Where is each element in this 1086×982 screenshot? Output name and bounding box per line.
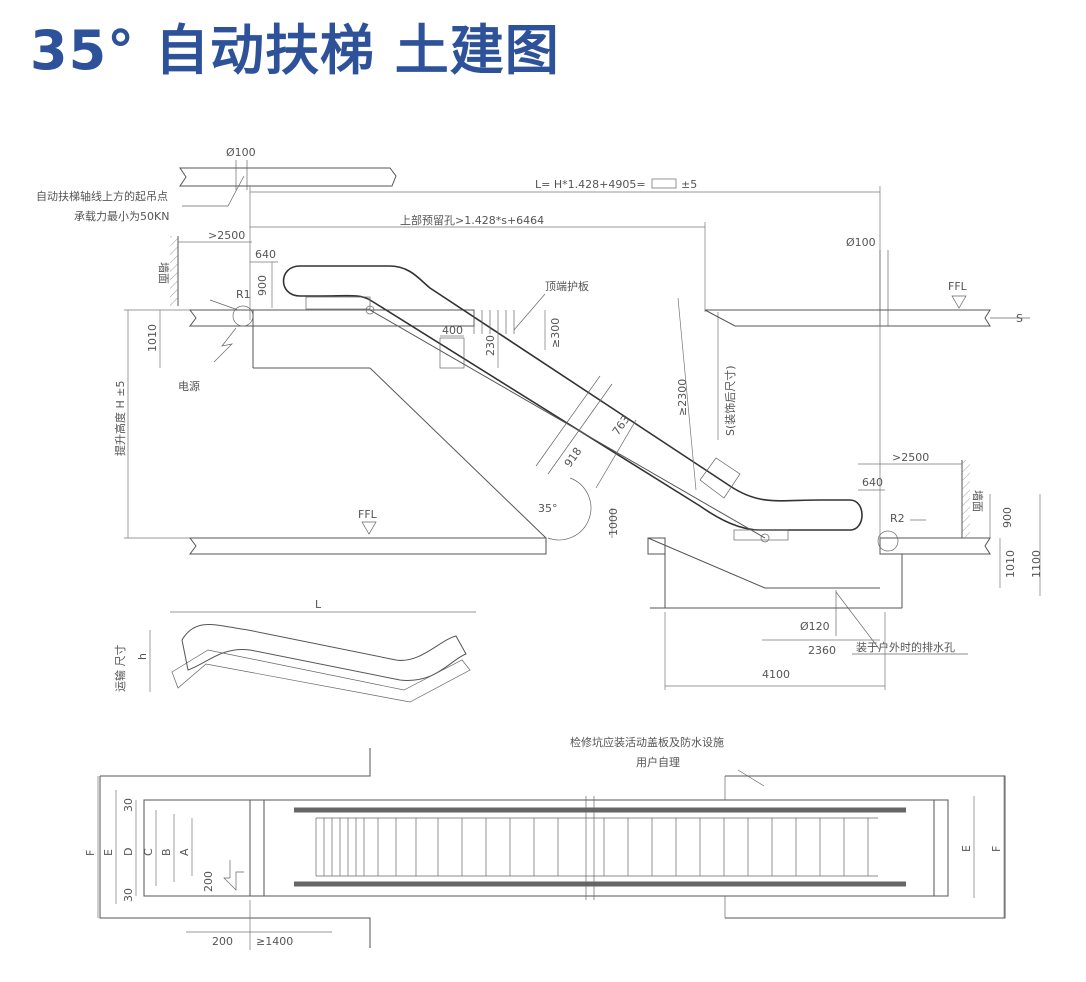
right-640-label: 640 (862, 476, 883, 489)
dim-763: 763 (610, 413, 633, 438)
pit-note-2: 用户自理 (636, 755, 680, 769)
dim-230: 230 (484, 335, 497, 356)
angle-label: 35° (538, 502, 558, 515)
drain-dia-label: Ø120 (800, 620, 830, 633)
plan-f-left: F (84, 850, 97, 856)
lifting-point-note-1: 自动扶梯轴线上方的起吊点 (36, 189, 168, 203)
dim-4100: 4100 (762, 668, 790, 681)
rise-height-label: 提升高度 H ±5 (113, 381, 127, 456)
plan-steps (315, 817, 878, 877)
r1-label: R1 (236, 288, 251, 301)
hole-top-label: Ø100 (226, 146, 256, 159)
plan-200-bottom: 200 (212, 935, 233, 948)
plan-1400: ≥1400 (256, 935, 293, 948)
top-guard-label: 顶端护板 (545, 279, 589, 293)
left-900-label: 900 (256, 275, 269, 296)
ffl-bottom-label: FFL (358, 508, 378, 521)
pit-note-1: 检修坑应装活动盖板及防水设施 (570, 735, 724, 749)
length-tolerance: ±5 (681, 178, 697, 191)
right-lower-floor (879, 537, 991, 555)
s-label: S (1016, 312, 1023, 325)
right-1010-label: 1010 (1004, 550, 1017, 578)
plan-200-side: 200 (202, 871, 215, 892)
left-gap-label: >2500 (208, 229, 245, 242)
left-1010-label: 1010 (146, 324, 159, 352)
dim-400: 400 (442, 324, 463, 337)
upper-opening-label: 上部预留孔>1.428*s+6464 (400, 213, 544, 227)
right-gap-label: >2500 (892, 451, 929, 464)
right-wall-label: 墙面 (971, 490, 985, 512)
plan-30-bottom: 30 (122, 888, 135, 902)
plan-c: C (142, 848, 155, 856)
plan-e-right: E (960, 845, 973, 852)
left-wall-label: 墙面 (157, 262, 171, 284)
ffl-top-label: FFL (948, 280, 968, 293)
plan-view: 检修坑应装活动盖板及防水设施 用户自理 (84, 735, 1006, 950)
dim-918: 918 (562, 445, 585, 470)
plan-a: A (178, 848, 191, 856)
plan-30-top: 30 (122, 798, 135, 812)
plan-f-right: F (990, 846, 1003, 852)
dim-300: ≥300 (549, 318, 562, 348)
right-upper-floor (704, 309, 991, 327)
upper-floor-slab (189, 309, 475, 327)
lifting-point-note-2: 承载力最小为50KN (74, 210, 169, 223)
r2-label: R2 (890, 512, 905, 525)
power-label: 电源 (178, 379, 200, 393)
dim-2300: ≥2300 (676, 379, 689, 416)
transport-h-label: h (136, 653, 149, 660)
drain-label: 装于户外时的排水孔 (856, 640, 955, 654)
ceiling-slab (179, 167, 397, 187)
plan-e-left: E (102, 849, 115, 856)
left-640-label: 640 (255, 248, 276, 261)
transport-size-label: 运输 尺寸 (113, 645, 127, 693)
dim-1000: 1000 (607, 508, 620, 536)
transport-l-label: L (315, 598, 322, 611)
plan-d: D (122, 848, 135, 856)
dim-2360: 2360 (808, 644, 836, 657)
lower-floor-slab (189, 537, 547, 555)
plan-b: B (160, 848, 173, 856)
right-900-label: 900 (1001, 507, 1014, 528)
page-title: 35° 自动扶梯 土建图 (30, 19, 560, 82)
s-decor-label: S(装饰后尺寸) (723, 365, 737, 436)
length-formula: L= H*1.428+4905= (535, 178, 646, 191)
right-1100-label: 1100 (1030, 550, 1043, 578)
transport-outline (181, 624, 467, 681)
escalator-truss (282, 265, 863, 531)
hole-right-label: Ø100 (846, 236, 876, 249)
side-view: Ø100 自动扶梯轴线上方的起吊点 承载力最小为50KN L= H*1.428+… (36, 146, 1043, 690)
transport-view: L h 运输 尺寸 (113, 598, 476, 703)
